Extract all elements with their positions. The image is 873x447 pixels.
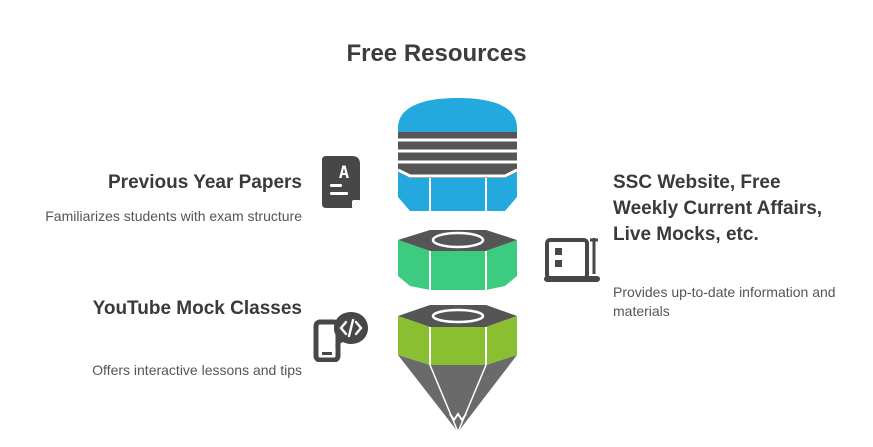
ssc-website-description: Provides up-to-date information and mate…	[613, 284, 836, 319]
ssc-website-heading: SSC Website, Free Weekly Current Affairs…	[613, 172, 823, 245]
laptop-icon	[544, 238, 600, 282]
top-layer-segment	[397, 98, 518, 211]
bottom-layer-segment	[398, 305, 517, 365]
document-letter-icon: A	[322, 156, 360, 208]
page-title: Free Resources	[346, 40, 527, 67]
mobile-code-icon	[313, 312, 368, 362]
svg-text:A: A	[339, 163, 349, 183]
youtube-mock-classes-heading: YouTube Mock Classes	[92, 298, 302, 319]
middle-layer-segment	[398, 230, 517, 290]
funnel-tip	[398, 355, 517, 433]
previous-year-papers-heading: Previous Year Papers	[108, 172, 302, 193]
youtube-mock-classes-description: Offers interactive lessons and tips	[92, 362, 302, 378]
previous-year-papers-description: Familiarizes students with exam structur…	[45, 208, 302, 224]
